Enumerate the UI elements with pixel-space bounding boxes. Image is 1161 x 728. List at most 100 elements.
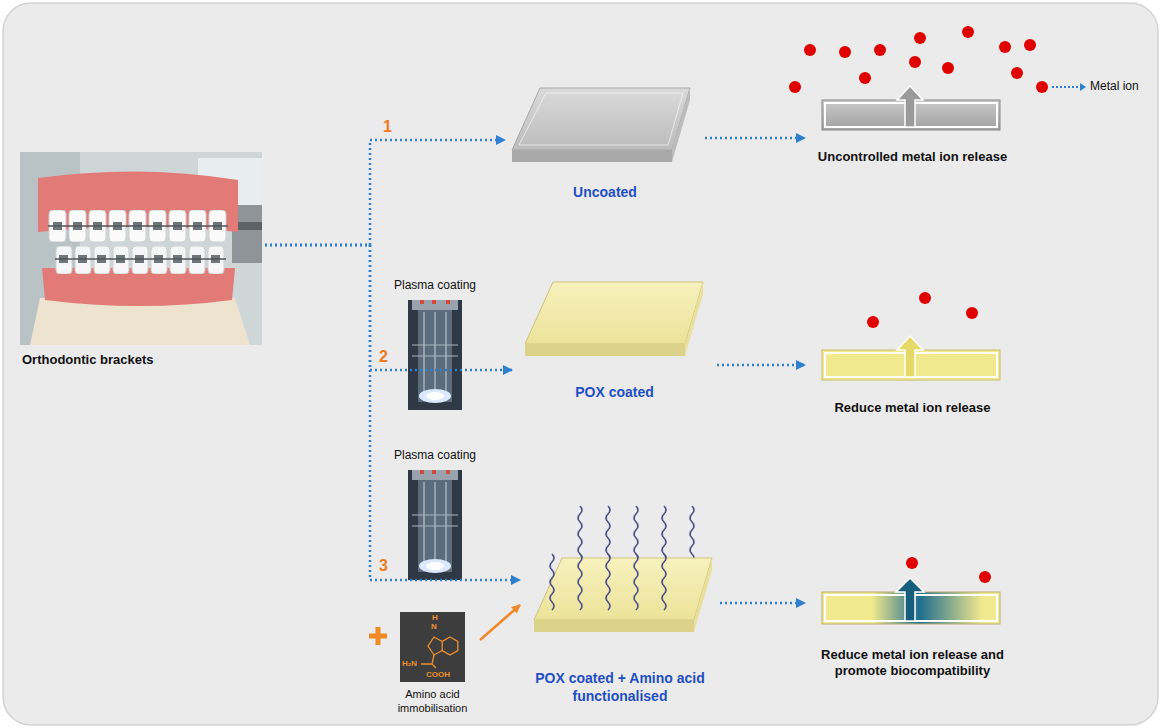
flow-connector	[717, 364, 805, 367]
callout-number: 1	[383, 118, 392, 136]
atom-label: H	[432, 614, 438, 622]
metal-ion-dots	[804, 44, 816, 56]
functionalised-slab	[694, 558, 712, 632]
functionalised-slab	[534, 558, 712, 620]
amino-acid-structure	[442, 637, 458, 655]
functionalised-slab	[634, 554, 638, 610]
flow-connector	[265, 140, 505, 245]
uncoated-slab	[519, 93, 683, 145]
flow-connector	[480, 605, 520, 640]
legend-swatch	[1036, 81, 1048, 93]
legend-leader	[1052, 86, 1080, 88]
plasma-reactor-photo	[420, 300, 424, 304]
atom-label: N	[431, 623, 437, 631]
plasma-reactor-photo	[446, 300, 450, 304]
outcome-bar: Uncontrolled metal ion release	[805, 92, 1020, 172]
metal-ion-dots	[867, 316, 879, 328]
functionalised-slab	[662, 506, 666, 562]
flow-connector	[265, 245, 512, 370]
functionalised-slab	[534, 506, 712, 632]
flow-connector	[265, 245, 520, 580]
bracket-photo	[20, 152, 262, 345]
functionalised-slab	[690, 506, 694, 562]
outcome-bar: Reduce metal ion release and promote bio…	[805, 585, 1020, 685]
ion-release-bar	[896, 578, 924, 621]
metal-ion-dots	[874, 44, 886, 56]
photo-node: Orthodontic brackets	[20, 150, 265, 372]
panel-background	[3, 3, 1158, 725]
node-label: Amino acid immobilisation	[385, 688, 480, 716]
node-label: Plasma coating	[388, 448, 482, 463]
ion-release-bar	[822, 336, 1000, 380]
group-label: COOH	[426, 671, 450, 679]
node-label: Reduce metal ion release and promote bio…	[805, 647, 1020, 680]
callout-number: 3	[379, 557, 388, 575]
plasma-reactor-photo	[408, 470, 462, 580]
pox-coated-slab	[525, 282, 703, 344]
ion-release-bar	[897, 336, 923, 377]
pox-coated-slab	[525, 344, 685, 356]
node-label: Plasma coating	[388, 278, 482, 293]
metal-ion-dots	[1011, 67, 1023, 79]
legend-leader	[1052, 83, 1086, 91]
functionalised-slab	[606, 554, 610, 610]
metal-ion-dots	[966, 307, 978, 319]
plasma-reactor-photo	[408, 300, 462, 410]
metal-ion-dots	[839, 46, 851, 58]
plus-sign	[369, 627, 387, 645]
amino-acid-structure	[421, 655, 436, 668]
uncoated-slab	[512, 88, 690, 162]
plasma-reactor-photo	[419, 389, 451, 403]
plasma-photo-node: Plasma coating	[388, 278, 482, 412]
metal-ion-dots	[999, 41, 1011, 53]
metal-ion-dots	[914, 32, 926, 44]
metal-ion-dots	[919, 292, 931, 304]
metal-ion-dots	[942, 62, 954, 74]
node-label: Uncoated	[505, 184, 705, 202]
plasma-reactor-photo	[412, 345, 458, 356]
node-label: Reduce metal ion release	[805, 400, 1020, 416]
sample-slab: POX coated	[512, 276, 717, 406]
plus-sign	[369, 627, 387, 645]
uncoated-slab	[672, 88, 690, 162]
metal-ion-dots	[789, 81, 801, 93]
ion-release-bar	[822, 86, 1000, 130]
functionalised-slab	[634, 506, 638, 562]
metal-ion-dots	[979, 571, 991, 583]
functionalised-slab	[578, 554, 582, 610]
plasma-reactor-photo	[408, 300, 462, 410]
metal-ion-dots	[789, 26, 1036, 583]
ion-release-bar	[822, 578, 1000, 624]
sample-slab: Uncoated	[505, 82, 705, 207]
node-label: POX coated	[512, 384, 717, 402]
functionalised-slab	[578, 506, 582, 562]
metal-ion-dots	[909, 56, 921, 68]
node-label: POX coated + Amino acid functionalised	[520, 670, 720, 705]
bracket-photo	[48, 210, 228, 242]
metal-ion-dots	[906, 557, 918, 569]
uncoated-slab	[512, 150, 672, 162]
ion-release-bar	[897, 86, 923, 127]
amino-acid-structure	[400, 612, 465, 682]
functionalised-slab	[534, 620, 694, 632]
plasma-reactor-photo	[432, 300, 436, 304]
legend-leader	[1080, 83, 1086, 91]
functionalised-slab	[662, 554, 666, 610]
pox-coated-slab	[685, 282, 703, 356]
node-label: Uncontrolled metal ion release	[805, 149, 1020, 165]
bracket-photo	[20, 152, 262, 345]
flow-connector	[720, 602, 805, 605]
bracket-photo	[55, 246, 226, 274]
callout-number: 2	[379, 348, 388, 366]
functionalised-slab	[550, 554, 554, 610]
metal-ion-dots	[962, 26, 974, 38]
metal-ion-dots	[859, 72, 871, 84]
metal-ion-dots	[1024, 39, 1036, 51]
plasma-reactor-photo	[426, 392, 444, 400]
legend-label: Metal ion	[1090, 79, 1139, 93]
plasma-reactor-photo	[412, 300, 458, 310]
